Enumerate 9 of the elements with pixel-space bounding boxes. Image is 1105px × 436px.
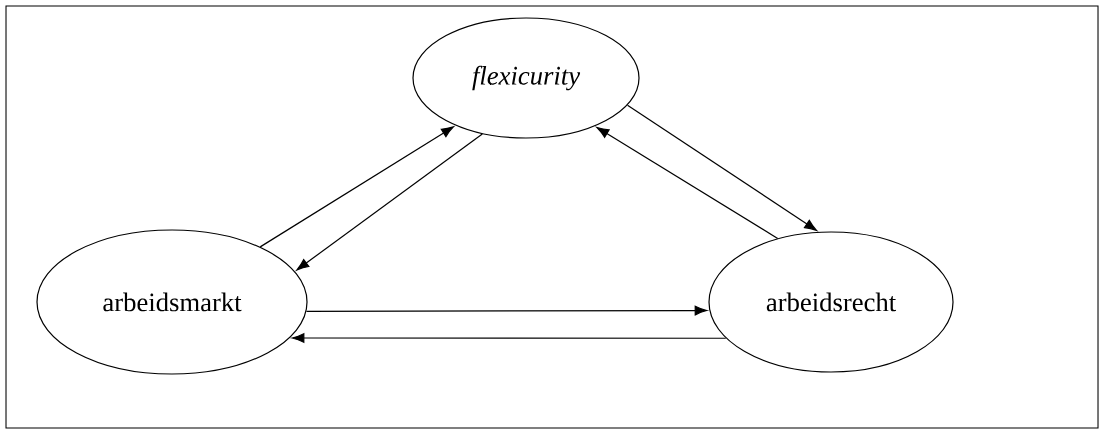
- arrow: [596, 126, 779, 240]
- arrow: [291, 333, 727, 343]
- arrow: [259, 126, 454, 248]
- arrow: [305, 305, 708, 316]
- ellipse-node: flexicurity: [412, 17, 640, 139]
- arrow: [626, 104, 818, 231]
- ellipse-node: arbeidsrecht: [708, 231, 954, 373]
- ellipse-node: arbeidsmarkt: [36, 229, 308, 375]
- arrow: [296, 133, 483, 271]
